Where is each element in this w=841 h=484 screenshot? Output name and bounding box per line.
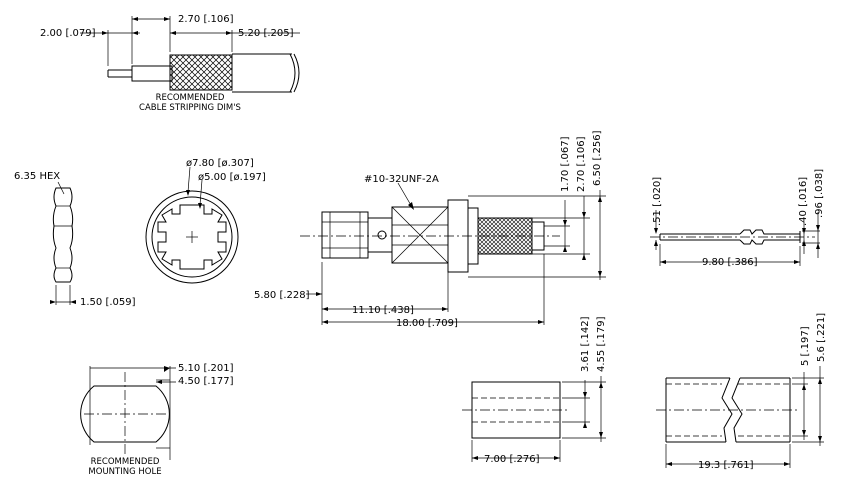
- sleeve-dim-id: 5 [.197]: [800, 326, 811, 366]
- connector-dim-d: 5.80 [.228]: [254, 290, 310, 301]
- strip-dim-pin: 2.00 [.079]: [40, 28, 96, 39]
- nut-id-label: ø5.00 [ø.197]: [198, 172, 266, 183]
- hole-caption-1: RECOMMENDED: [91, 457, 160, 467]
- mounting-hole-view: [80, 366, 176, 460]
- connector-dim-e: 11.10 [.438]: [352, 305, 414, 316]
- connector-dim-b: 2.70 [.106]: [576, 136, 587, 192]
- sleeve-view: [656, 366, 824, 468]
- connector-view: [300, 182, 606, 325]
- nut-front-view: [145, 166, 239, 284]
- ferrule-view: [462, 376, 606, 462]
- nut-side-view: [50, 181, 76, 305]
- connector-dim-c: 6.50 [.256]: [592, 130, 603, 186]
- ferrule-dim-od: 4.55 [.179]: [596, 316, 607, 372]
- strip-caption-1: RECOMMENDED: [156, 93, 225, 103]
- strip-dim-braid: 2.70 [.106]: [178, 14, 234, 25]
- hole-dim-width: 5.10 [.201]: [178, 363, 234, 374]
- pin-dim-small: .40 [.016]: [798, 177, 809, 226]
- ferrule-dim-id: 3.61 [.142]: [580, 316, 591, 372]
- nut-thickness-label: 1.50 [.059]: [80, 297, 136, 308]
- connector-dim-a: 1.70 [.067]: [560, 136, 571, 192]
- cable-strip-view: [80, 16, 300, 93]
- ferrule-dim-len: 7.00 [.276]: [484, 454, 540, 465]
- hole-dim-flat: 4.50 [.177]: [178, 376, 234, 387]
- connector-dim-f: 18.00 [.709]: [396, 318, 458, 329]
- connector-thread-label: #10-32UNF-2A: [364, 174, 439, 185]
- strip-caption-2: CABLE STRIPPING DIM'S: [139, 103, 241, 113]
- sleeve-dim-len: 19.3 [.761]: [698, 460, 754, 471]
- pin-dim-large: .96 [.038]: [814, 169, 825, 218]
- pin-dim-tip: .51 [.020]: [652, 177, 663, 226]
- contact-pin-view: [650, 210, 820, 266]
- strip-dim-jacket: 5.20 [.205]: [238, 28, 294, 39]
- hole-caption-2: MOUNTING HOLE: [88, 467, 161, 477]
- nut-od-label: ø7.80 [ø.307]: [186, 158, 254, 169]
- nut-hex-label: 6.35 HEX: [14, 171, 60, 182]
- pin-dim-length: 9.80 [.386]: [702, 257, 758, 268]
- sleeve-dim-od: 5.6 [.221]: [816, 313, 827, 362]
